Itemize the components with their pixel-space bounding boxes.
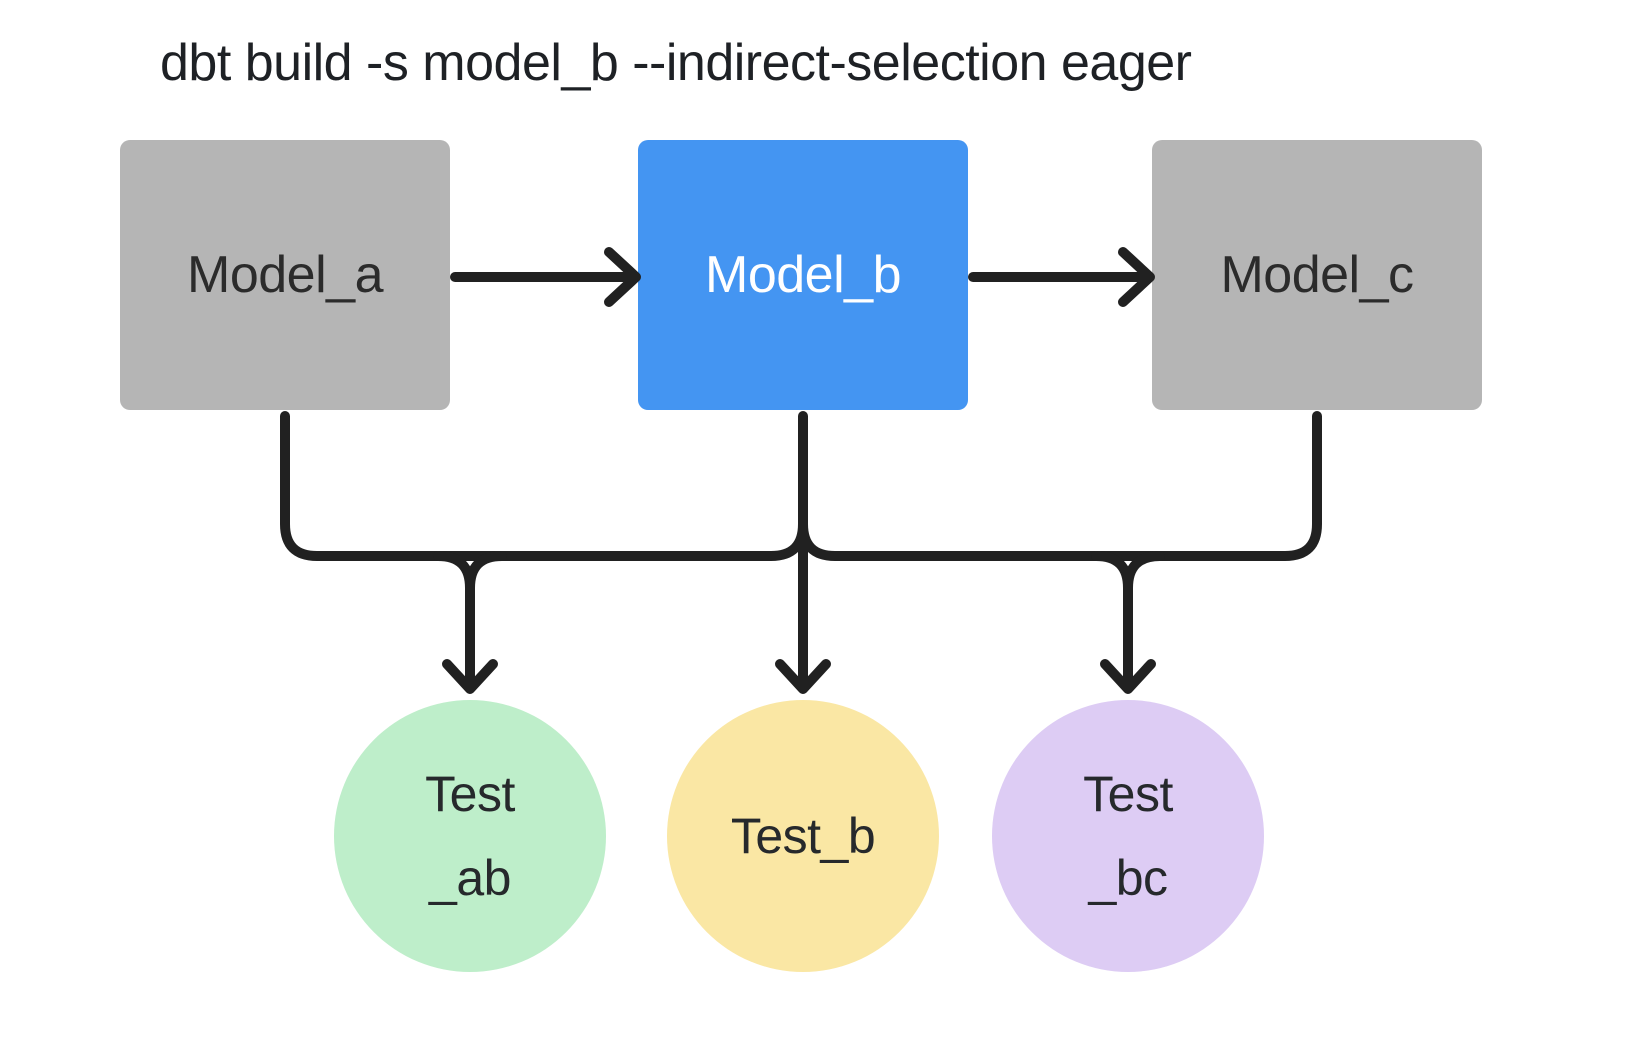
edge-model-a-to-bus [280,411,808,561]
node-test-bc: Test _bc [992,700,1264,972]
node-model-c: Model_c [1152,140,1482,410]
node-model-a: Model_a [120,140,450,410]
node-model-a-label: Model_a [187,246,383,304]
arrow-model-b-to-model-c [968,247,1155,307]
node-test-bc-label-line1: Test [1083,766,1173,822]
node-test-b-label-line1: Test_b [730,808,876,864]
node-test-bc-label-line2: _bc [1088,850,1168,906]
arrow-bus-to-test-bc [1091,551,1165,694]
command-title: dbt build -s model_b --indirect-selectio… [160,34,1192,92]
arrow-model-a-to-model-b [450,247,641,307]
node-test-ab: Test _ab [334,700,606,972]
node-test-ab-label-line2: _ab [429,850,511,906]
arrow-model-b-to-test-b [775,411,831,694]
node-model-b-label: Model_b [705,246,901,304]
edge-model-c-to-bus [798,411,1322,561]
node-model-c-label: Model_c [1220,246,1414,304]
arrow-bus-to-test-ab [433,551,507,694]
node-test-ab-label-line1: Test [425,766,515,822]
node-model-b: Model_b [638,140,968,410]
node-test-b: Test_b [667,700,939,972]
